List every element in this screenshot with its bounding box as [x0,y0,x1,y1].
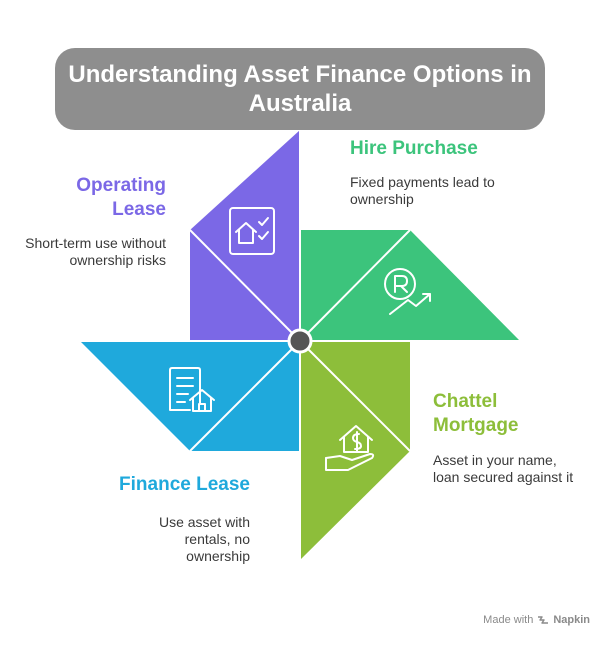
house-document-checklist-icon [229,207,275,255]
operating-lease-label: Operating Lease [76,175,166,220]
blade-chattel-mortgage [299,340,411,560]
hire-purchase-label: Hire Purchase [350,138,478,159]
napkin-logo-icon [538,616,549,624]
hire-purchase-description: Fixed payments lead to ownership [350,174,495,207]
finance-lease-description: Use asset with rentals, no ownership [158,514,250,564]
footer-brand: Napkin [553,614,590,626]
page-title: Understanding Asset Finance Options in A… [68,61,532,117]
chattel-mortgage-description: Asset in your name, loan secured against… [433,452,574,485]
pinwheel-hub [287,328,313,354]
blade-finance-lease [80,340,301,452]
blade-operating-lease [189,130,301,342]
document-house-icon [169,367,215,412]
title-banner: Understanding Asset Finance Options in A… [55,48,545,130]
blade-hire-purchase [299,229,520,342]
footer-credit[interactable]: Made with Napkin [483,614,590,626]
operating-lease-description: Short-term use without ownership risks [25,235,166,268]
hand-house-dollar-icon [325,425,375,471]
coin-growth-arrow-icon [384,268,431,315]
chattel-mortgage-label: Chattel Mortgage [433,391,519,436]
finance-lease-label: Finance Lease [119,474,250,495]
footer-prefix: Made with [483,614,534,626]
